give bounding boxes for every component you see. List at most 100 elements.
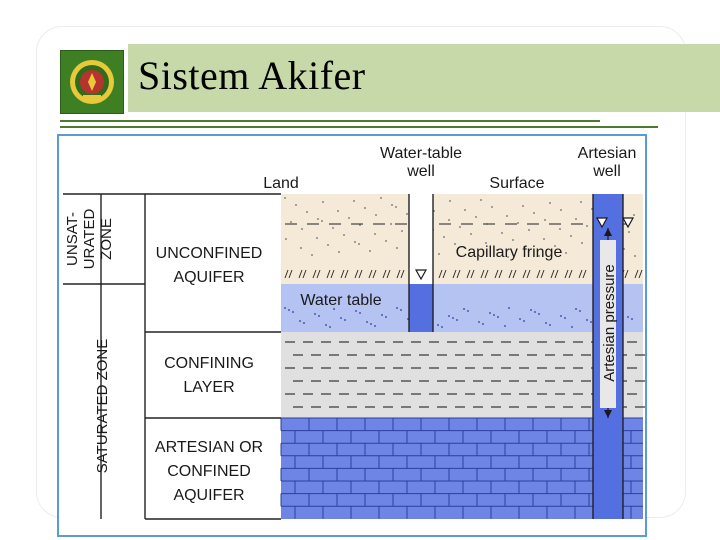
capillary-tick bbox=[480, 269, 489, 279]
capillary-tick bbox=[368, 269, 377, 279]
soil-dot bbox=[523, 246, 525, 248]
soil-dot bbox=[374, 233, 376, 235]
capillary-tick bbox=[326, 269, 335, 279]
soil-dot bbox=[354, 241, 356, 243]
soil-dot bbox=[464, 209, 466, 211]
water-dot bbox=[482, 323, 484, 325]
water-dot bbox=[303, 322, 305, 324]
water-dot bbox=[534, 311, 536, 313]
soil-dot bbox=[406, 213, 408, 215]
water-dot bbox=[288, 309, 290, 311]
soil-dot bbox=[544, 219, 546, 221]
artesian-well-label-1: Artesian bbox=[578, 145, 637, 162]
artesian-arrow-down-icon bbox=[604, 410, 612, 418]
soil-dot bbox=[533, 212, 535, 214]
soil-dot bbox=[459, 226, 461, 228]
soil-dot bbox=[512, 239, 514, 241]
capillary-tick bbox=[564, 269, 573, 279]
soil-dot bbox=[385, 240, 387, 242]
capillary-fringe-label: Capillary fringe bbox=[456, 244, 563, 261]
confining-label-2: LAYER bbox=[183, 379, 234, 396]
soil-dot bbox=[491, 206, 493, 208]
soil-dot bbox=[301, 228, 303, 230]
water-dot bbox=[627, 316, 629, 318]
soil-dot bbox=[501, 232, 503, 234]
soil-dot bbox=[633, 214, 635, 216]
soil-dot bbox=[586, 225, 588, 227]
water-dot bbox=[318, 315, 320, 317]
water-table-well-level-icon bbox=[414, 269, 428, 281]
water-dot bbox=[452, 317, 454, 319]
soil-dot bbox=[327, 244, 329, 246]
soil-dot bbox=[311, 254, 313, 256]
soil-dot bbox=[496, 249, 498, 251]
soil-dot bbox=[295, 204, 297, 206]
soil-dot bbox=[348, 217, 350, 219]
saturated-zone-text: SATURATED ZONE bbox=[94, 339, 111, 473]
water-dot bbox=[497, 316, 499, 318]
capillary-tick bbox=[312, 269, 321, 279]
seal-ribbon bbox=[83, 95, 101, 100]
capillary-tick bbox=[522, 269, 531, 279]
water-dot bbox=[519, 318, 521, 320]
university-seal-icon bbox=[70, 60, 114, 104]
soil-dot bbox=[538, 255, 540, 257]
soil-dot bbox=[395, 206, 397, 208]
water-dot bbox=[463, 308, 465, 310]
soil-dot bbox=[480, 199, 482, 201]
confining-layer-fill bbox=[281, 332, 643, 418]
soil-dot bbox=[570, 235, 572, 237]
water-dot bbox=[586, 319, 588, 321]
confined-label-2: CONFINED bbox=[167, 463, 251, 480]
artesian-well-label-2: well bbox=[592, 163, 621, 180]
water-dot bbox=[374, 325, 376, 327]
capillary-tick bbox=[466, 269, 475, 279]
water-dot bbox=[560, 315, 562, 317]
water-table-well-label-2: well bbox=[406, 163, 435, 180]
soil-dot bbox=[358, 243, 360, 245]
water-dot bbox=[523, 320, 525, 322]
water-dot bbox=[344, 319, 346, 321]
soil-dot bbox=[559, 228, 561, 230]
soil-dot bbox=[448, 219, 450, 221]
saturated-zone-label: SATURATED ZONE bbox=[94, 339, 111, 473]
soil-dot bbox=[475, 216, 477, 218]
water-dot bbox=[400, 309, 402, 311]
soil-dot bbox=[290, 221, 292, 223]
water-dot bbox=[456, 319, 458, 321]
water-dot bbox=[292, 311, 294, 313]
unsat-line-1: UNSAT- bbox=[64, 212, 81, 266]
diagram-gridlines bbox=[63, 193, 281, 520]
water-dot bbox=[538, 313, 540, 315]
water-dot bbox=[441, 326, 443, 328]
soil-dot bbox=[396, 247, 398, 249]
soil-dot bbox=[390, 223, 392, 225]
soil-dot bbox=[322, 201, 324, 203]
university-logo bbox=[60, 50, 124, 114]
capillary-tick bbox=[382, 269, 391, 279]
water-dot bbox=[333, 308, 335, 310]
confining-label-1: CONFINING bbox=[164, 355, 254, 372]
soil-dot bbox=[443, 236, 445, 238]
water-dot bbox=[504, 325, 506, 327]
water-dot bbox=[366, 321, 368, 323]
soil-dot bbox=[549, 202, 551, 204]
capillary-tick bbox=[298, 269, 307, 279]
water-dot bbox=[359, 312, 361, 314]
soil-dot bbox=[321, 220, 323, 222]
land-label: Land bbox=[263, 175, 299, 192]
soil-dot bbox=[454, 243, 456, 245]
soil-dot bbox=[317, 218, 319, 220]
soil-dot bbox=[338, 251, 340, 253]
water-dot bbox=[325, 324, 327, 326]
confined-label-3: AQUIFER bbox=[173, 487, 244, 504]
soil-dot bbox=[565, 252, 567, 254]
capillary-tick bbox=[452, 269, 461, 279]
capillary-tick bbox=[536, 269, 545, 279]
water-dot bbox=[530, 309, 532, 311]
soil-dot bbox=[375, 214, 377, 216]
water-dot bbox=[314, 313, 316, 315]
seal-emblem bbox=[88, 73, 96, 91]
unconfined-label-1: UNCONFINED bbox=[156, 245, 263, 262]
soil-dot bbox=[522, 205, 524, 207]
